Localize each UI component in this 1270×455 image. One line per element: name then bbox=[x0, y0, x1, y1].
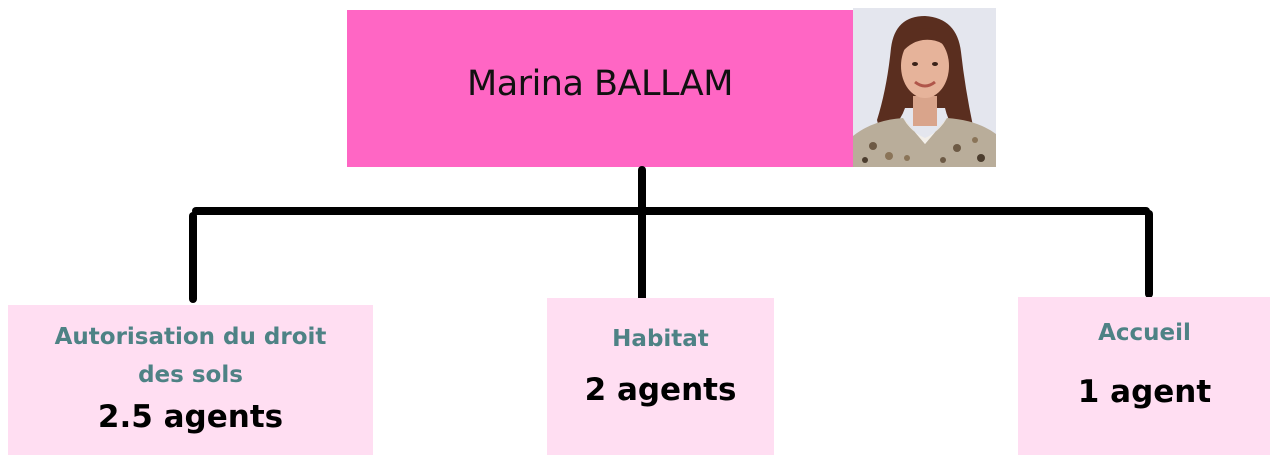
team-box-autorisation: Autorisation du droit des sols 2.5 agent… bbox=[8, 305, 373, 455]
manager-photo bbox=[853, 8, 996, 167]
team-count: 2 agents bbox=[584, 372, 737, 408]
team-title: Habitat bbox=[612, 326, 709, 352]
team-title-line2: des sols bbox=[138, 362, 243, 388]
manager-box: Marina BALLAM bbox=[347, 10, 853, 167]
team-title: Accueil bbox=[1098, 320, 1191, 346]
team-count: 1 agent bbox=[1077, 374, 1212, 410]
team-count: 2.5 agents bbox=[97, 399, 284, 435]
team-box-habitat: Habitat 2 agents bbox=[547, 298, 774, 455]
team-box-accueil: Accueil 1 agent bbox=[1018, 297, 1270, 455]
manager-name: Marina BALLAM bbox=[467, 63, 733, 104]
team-title-line1: Autorisation du droit bbox=[54, 324, 327, 350]
